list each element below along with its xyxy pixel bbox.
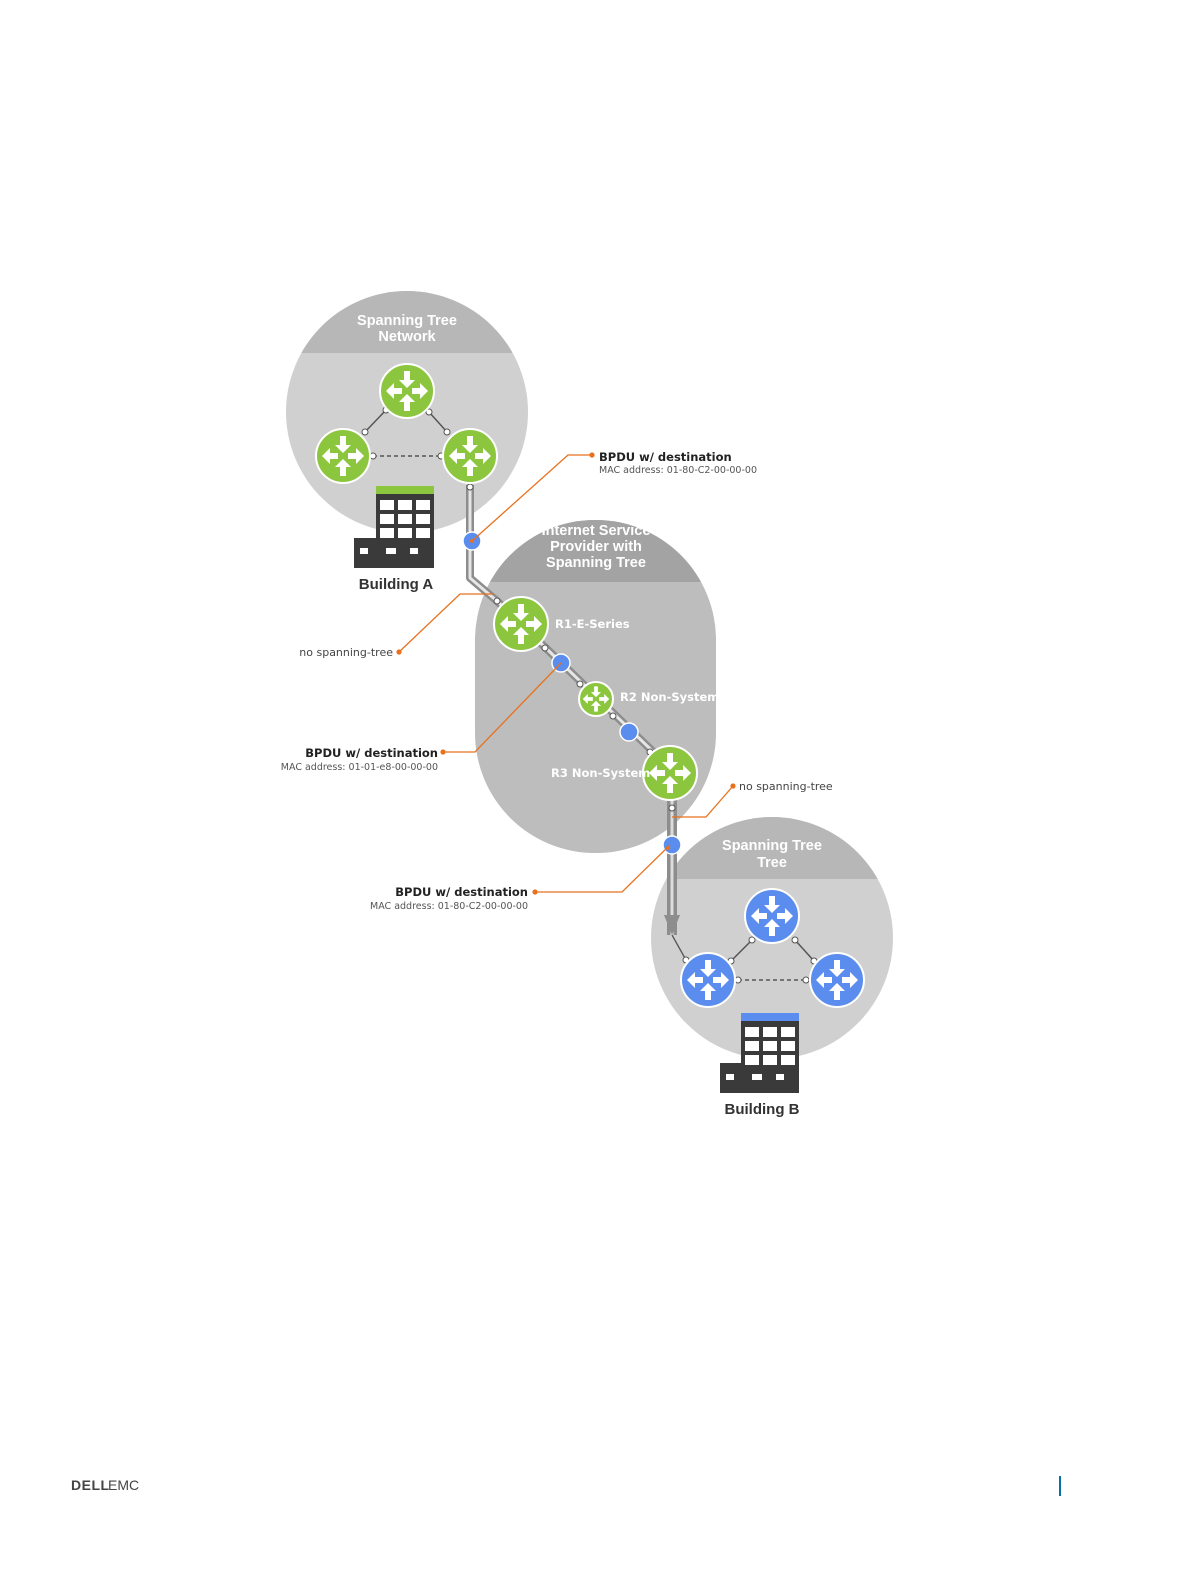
- callout-no-stp-right: no spanning-tree: [672, 780, 833, 818]
- callout-bpdu-bottom-title: BPDU w/ destination: [395, 885, 528, 899]
- callout-no-stp-right-text: no spanning-tree: [739, 780, 833, 793]
- port-icon: [662, 835, 682, 855]
- router-icon: [379, 363, 435, 419]
- isp-title-line1: Internet Service: [542, 523, 651, 539]
- router-icon: [315, 428, 371, 484]
- router-icon: [744, 888, 800, 944]
- callout-bpdu-top-title: BPDU w/ destination: [599, 450, 732, 464]
- region-b-title-line2: Tree: [757, 855, 787, 871]
- router-r1-label: R1-E-Series: [555, 617, 630, 631]
- port-icon: [619, 722, 639, 742]
- router-r3-label: R3 Non-System: [551, 766, 650, 780]
- logo-emc: EMC: [108, 1477, 139, 1493]
- building-icon-b: [720, 1013, 799, 1093]
- footer-divider: [1059, 1476, 1061, 1496]
- callout-bpdu-top-mac: MAC address: 01-80-C2-00-00-00: [599, 465, 757, 476]
- callout-no-stp-left: no spanning-tree: [299, 593, 493, 659]
- router-icon: [442, 428, 498, 484]
- callout-bpdu-bottom-mac: MAC address: 01-80-C2-00-00-00: [370, 901, 528, 912]
- building-icon-a: [354, 486, 434, 568]
- callout-bpdu-top: BPDU w/ destination MAC address: 01-80-C…: [471, 450, 757, 542]
- callout-no-stp-left-text: no spanning-tree: [299, 646, 393, 659]
- building-b-label: Building B: [725, 1101, 800, 1118]
- region-b-title-line1: Spanning Tree: [722, 838, 822, 854]
- router-icon-r1: [493, 596, 549, 652]
- region-a-title-line2: Network: [378, 329, 436, 345]
- router-icon: [680, 952, 736, 1008]
- router-icon-r3: [642, 745, 698, 801]
- isp-title-line2: Provider with: [550, 539, 642, 555]
- router-icon-r2: [578, 681, 614, 717]
- callout-bpdu-mid-mac: MAC address: 01-01-e8-00-00-00: [281, 762, 438, 773]
- router-icon: [809, 952, 865, 1008]
- callout-bpdu-mid: BPDU w/ destination MAC address: 01-01-e…: [281, 662, 562, 773]
- footer-logo: DELL EMC: [71, 1477, 139, 1493]
- region-a-title-line1: Spanning Tree: [357, 313, 457, 329]
- callout-bpdu-bottom: BPDU w/ destination MAC address: 01-80-C…: [370, 844, 671, 912]
- router-r2-label: R2 Non-System: [620, 690, 719, 704]
- callout-bpdu-mid-title: BPDU w/ destination: [305, 746, 438, 760]
- isp-title-line3: Spanning Tree: [546, 555, 646, 571]
- building-a-label: Building A: [359, 576, 434, 593]
- logo-dell: DELL: [71, 1477, 110, 1493]
